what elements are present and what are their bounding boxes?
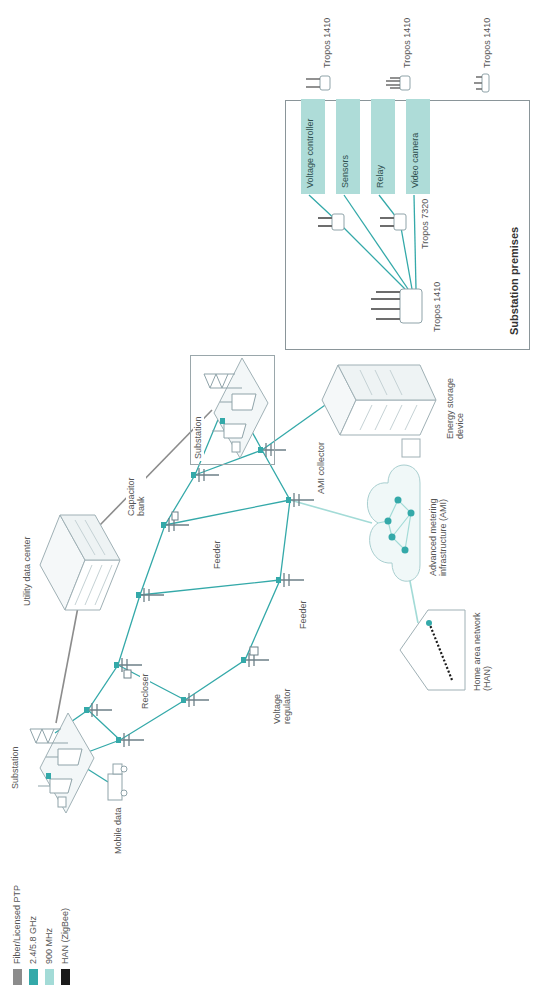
legend-swatch: [45, 969, 54, 985]
part-label: Tropos 1410: [482, 17, 492, 69]
legend-row: 900 MHz: [44, 928, 55, 985]
part-label: Energy storage device: [445, 363, 465, 440]
part-label: Tropos 1410: [402, 17, 412, 69]
part-label: Mobile data: [113, 806, 123, 855]
legend-swatch: [29, 969, 38, 985]
part-label: Tropos 7320: [420, 198, 430, 250]
legend-text: HAN (ZigBee): [60, 908, 70, 964]
part-label: Advanced metering infrastructure (AMI): [428, 460, 448, 577]
node-text: Voltage controller: [301, 99, 319, 194]
device-bar: Voltage controller: [301, 99, 325, 194]
part-label: Voltage regulator: [272, 663, 292, 725]
part-label: Home area network (HAN): [472, 605, 492, 692]
part-label: Feeder: [298, 599, 308, 630]
part-label: Utility data center: [22, 535, 32, 607]
inset-panel: Substation premises Voltage controller Sen…: [285, 100, 530, 350]
legend-text: 900 MHz: [44, 928, 54, 964]
legend-swatch: [61, 969, 70, 985]
legend-row: Fiber/Licensed PTP: [12, 885, 23, 985]
device-bar: Relay: [371, 99, 395, 194]
part-label: Tropos 1410: [432, 281, 442, 333]
substation-frame: Substation: [190, 355, 275, 465]
part-label: Recloser: [140, 672, 150, 710]
device-bar: Video camera: [406, 99, 430, 194]
node-text: Substation premises: [508, 225, 521, 337]
legend-swatch: [13, 969, 22, 985]
node-text: Video camera: [406, 99, 424, 194]
legend-row: HAN (ZigBee): [60, 908, 71, 985]
node-text: Substation: [193, 414, 204, 461]
part-label: Tropos 1410: [322, 17, 332, 69]
legend-row: 2.4/5.8 GHz: [28, 916, 39, 985]
node-text: Sensors: [336, 99, 354, 194]
part-label: Feeder: [212, 539, 222, 570]
legend-text: 2.4/5.8 GHz: [28, 916, 38, 964]
device-bar: Sensors: [336, 99, 360, 194]
node-text: Relay: [371, 99, 389, 194]
part-label: AMI collector: [316, 441, 326, 495]
legend-text: Fiber/Licensed PTP: [12, 885, 22, 964]
part-label: Substation: [10, 745, 20, 790]
part-label: Capacitor bank: [126, 465, 146, 517]
